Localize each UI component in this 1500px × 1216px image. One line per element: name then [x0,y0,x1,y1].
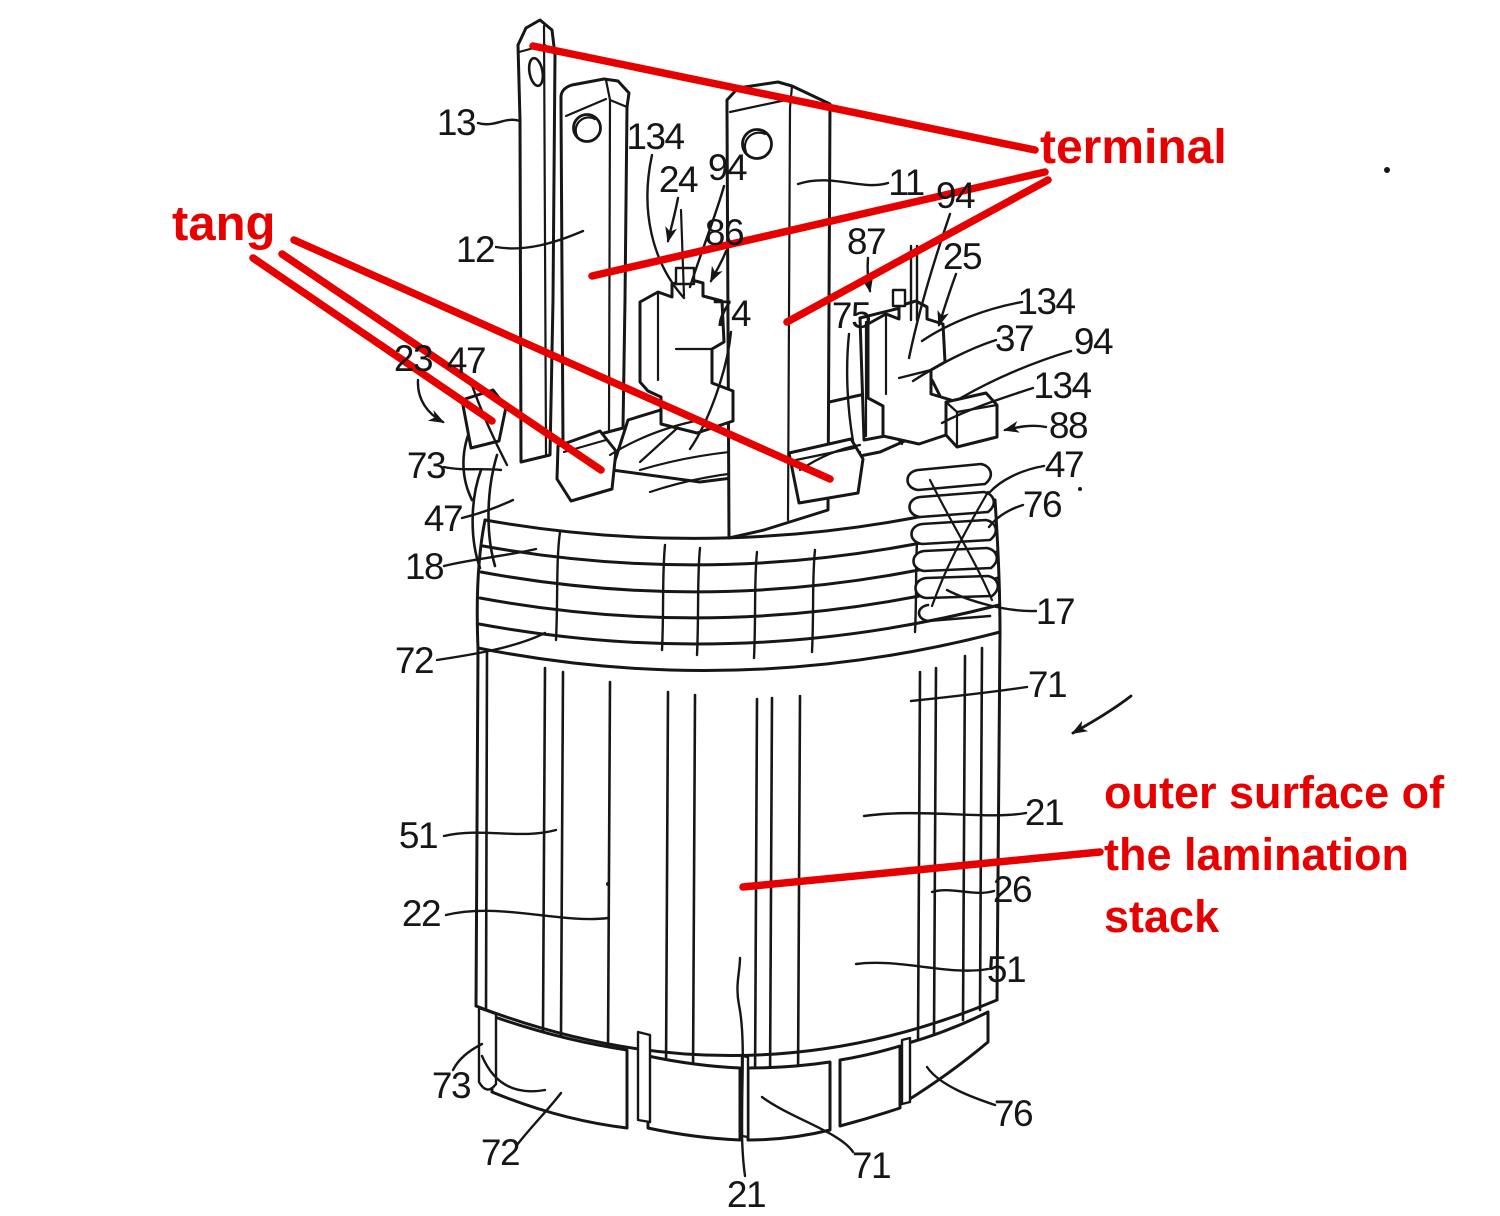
leader-73 [451,1042,484,1072]
ink-speck [1384,167,1390,173]
leader-47 [468,378,509,467]
part-label-51: 51 [986,949,1027,990]
annotation-terminal: terminal [1040,121,1227,174]
part-label-134: 134 [1017,281,1076,322]
part-label-23: 23 [393,338,434,379]
part-label-73: 73 [406,445,447,486]
leader-134 [646,153,686,300]
leader-12 [494,229,585,250]
leader-17 [945,588,1038,613]
ink-speck [1078,487,1082,491]
leader-72 [435,631,547,662]
part-label-47: 47 [446,340,487,381]
leader-94 [957,349,1073,401]
leader-73 [442,465,503,472]
part-label-21: 21 [726,1174,767,1215]
reference-arrow [1071,694,1133,735]
part-label-47: 47 [423,498,464,539]
annotation-outer-surface: outer surface of the lamination stack [1104,762,1444,948]
red-leader-outer_surface [739,848,1104,891]
part-label-76: 76 [993,1093,1034,1134]
annotation-outer-surface-line1: outer surface of [1104,767,1445,818]
part-label-26: 26 [992,869,1033,910]
leader-94 [688,184,726,289]
part-label-13: 13 [436,102,477,143]
leader-26 [930,888,996,895]
part-label-11: 11 [888,162,925,203]
annotation-tang: tang [172,197,276,251]
leader-47 [460,498,515,520]
leader-51 [854,961,990,972]
leader-134 [940,386,1035,425]
red-leader-terminal [588,168,1049,280]
leader-18 [442,547,538,568]
leader-24 [665,196,680,243]
misc-marks [606,167,1390,886]
leader-47 [988,464,1046,494]
leader-21 [736,956,747,1178]
part-label-21: 21 [1024,792,1065,833]
leader-13 [476,118,522,126]
leader-23 [416,378,445,424]
part-label-37: 37 [994,318,1035,359]
part-label-73: 73 [431,1065,472,1106]
red-leader-tang [278,250,605,474]
part-label-75: 75 [831,295,872,336]
part-label-12: 12 [455,229,496,270]
red-leader-tang [249,254,496,425]
part-label-47: 47 [1044,444,1085,485]
leader-71 [760,1095,855,1154]
part-label-134: 134 [1033,365,1092,406]
red-leader-terminal [529,42,1039,154]
leader-72 [515,1091,563,1147]
part-label-71: 71 [1027,664,1068,705]
part-label-94: 94 [707,147,748,188]
leader-21 [862,811,1028,818]
part-label-72: 72 [480,1132,521,1173]
part-label-72: 72 [394,640,435,681]
part-label-22: 22 [401,893,442,934]
part-label-25: 25 [942,236,983,277]
leader-88 [1003,421,1048,433]
part-label-24: 24 [658,159,699,200]
part-label-86: 86 [704,212,745,253]
part-label-94: 94 [1073,321,1114,362]
part-label-94: 94 [935,175,976,216]
leader-37 [911,338,998,383]
leader-134 [920,300,1024,343]
leader-22 [444,909,610,921]
leader-86 [709,249,728,283]
leader-11 [796,179,890,187]
red-leader-terminal [783,176,1052,326]
part-label-134: 134 [626,116,685,157]
leader-lines [416,118,1073,1178]
part-label-17: 17 [1035,591,1076,632]
leader-94 [907,212,952,360]
leader-25 [937,272,958,327]
part-label-74: 74 [711,293,752,334]
ink-speck [606,882,610,886]
part-label-71: 71 [851,1145,892,1186]
part-label-87: 87 [846,221,887,262]
leader-76 [925,1065,997,1107]
leader-51 [442,828,558,838]
part-label-76: 76 [1022,484,1063,525]
leader-75 [845,332,855,443]
leader-71 [909,685,1029,703]
red-leader-tang [290,236,834,483]
annotation-outer-surface-line2: the lamination [1104,829,1410,880]
part-label-18: 18 [404,546,445,587]
part-label-51: 51 [398,815,439,856]
part-label-88: 88 [1048,405,1089,446]
leader-76 [987,503,1025,529]
leader-74 [688,330,733,451]
annotation-outer-surface-line3: stack [1104,891,1220,942]
red-leader-lines [249,42,1104,891]
